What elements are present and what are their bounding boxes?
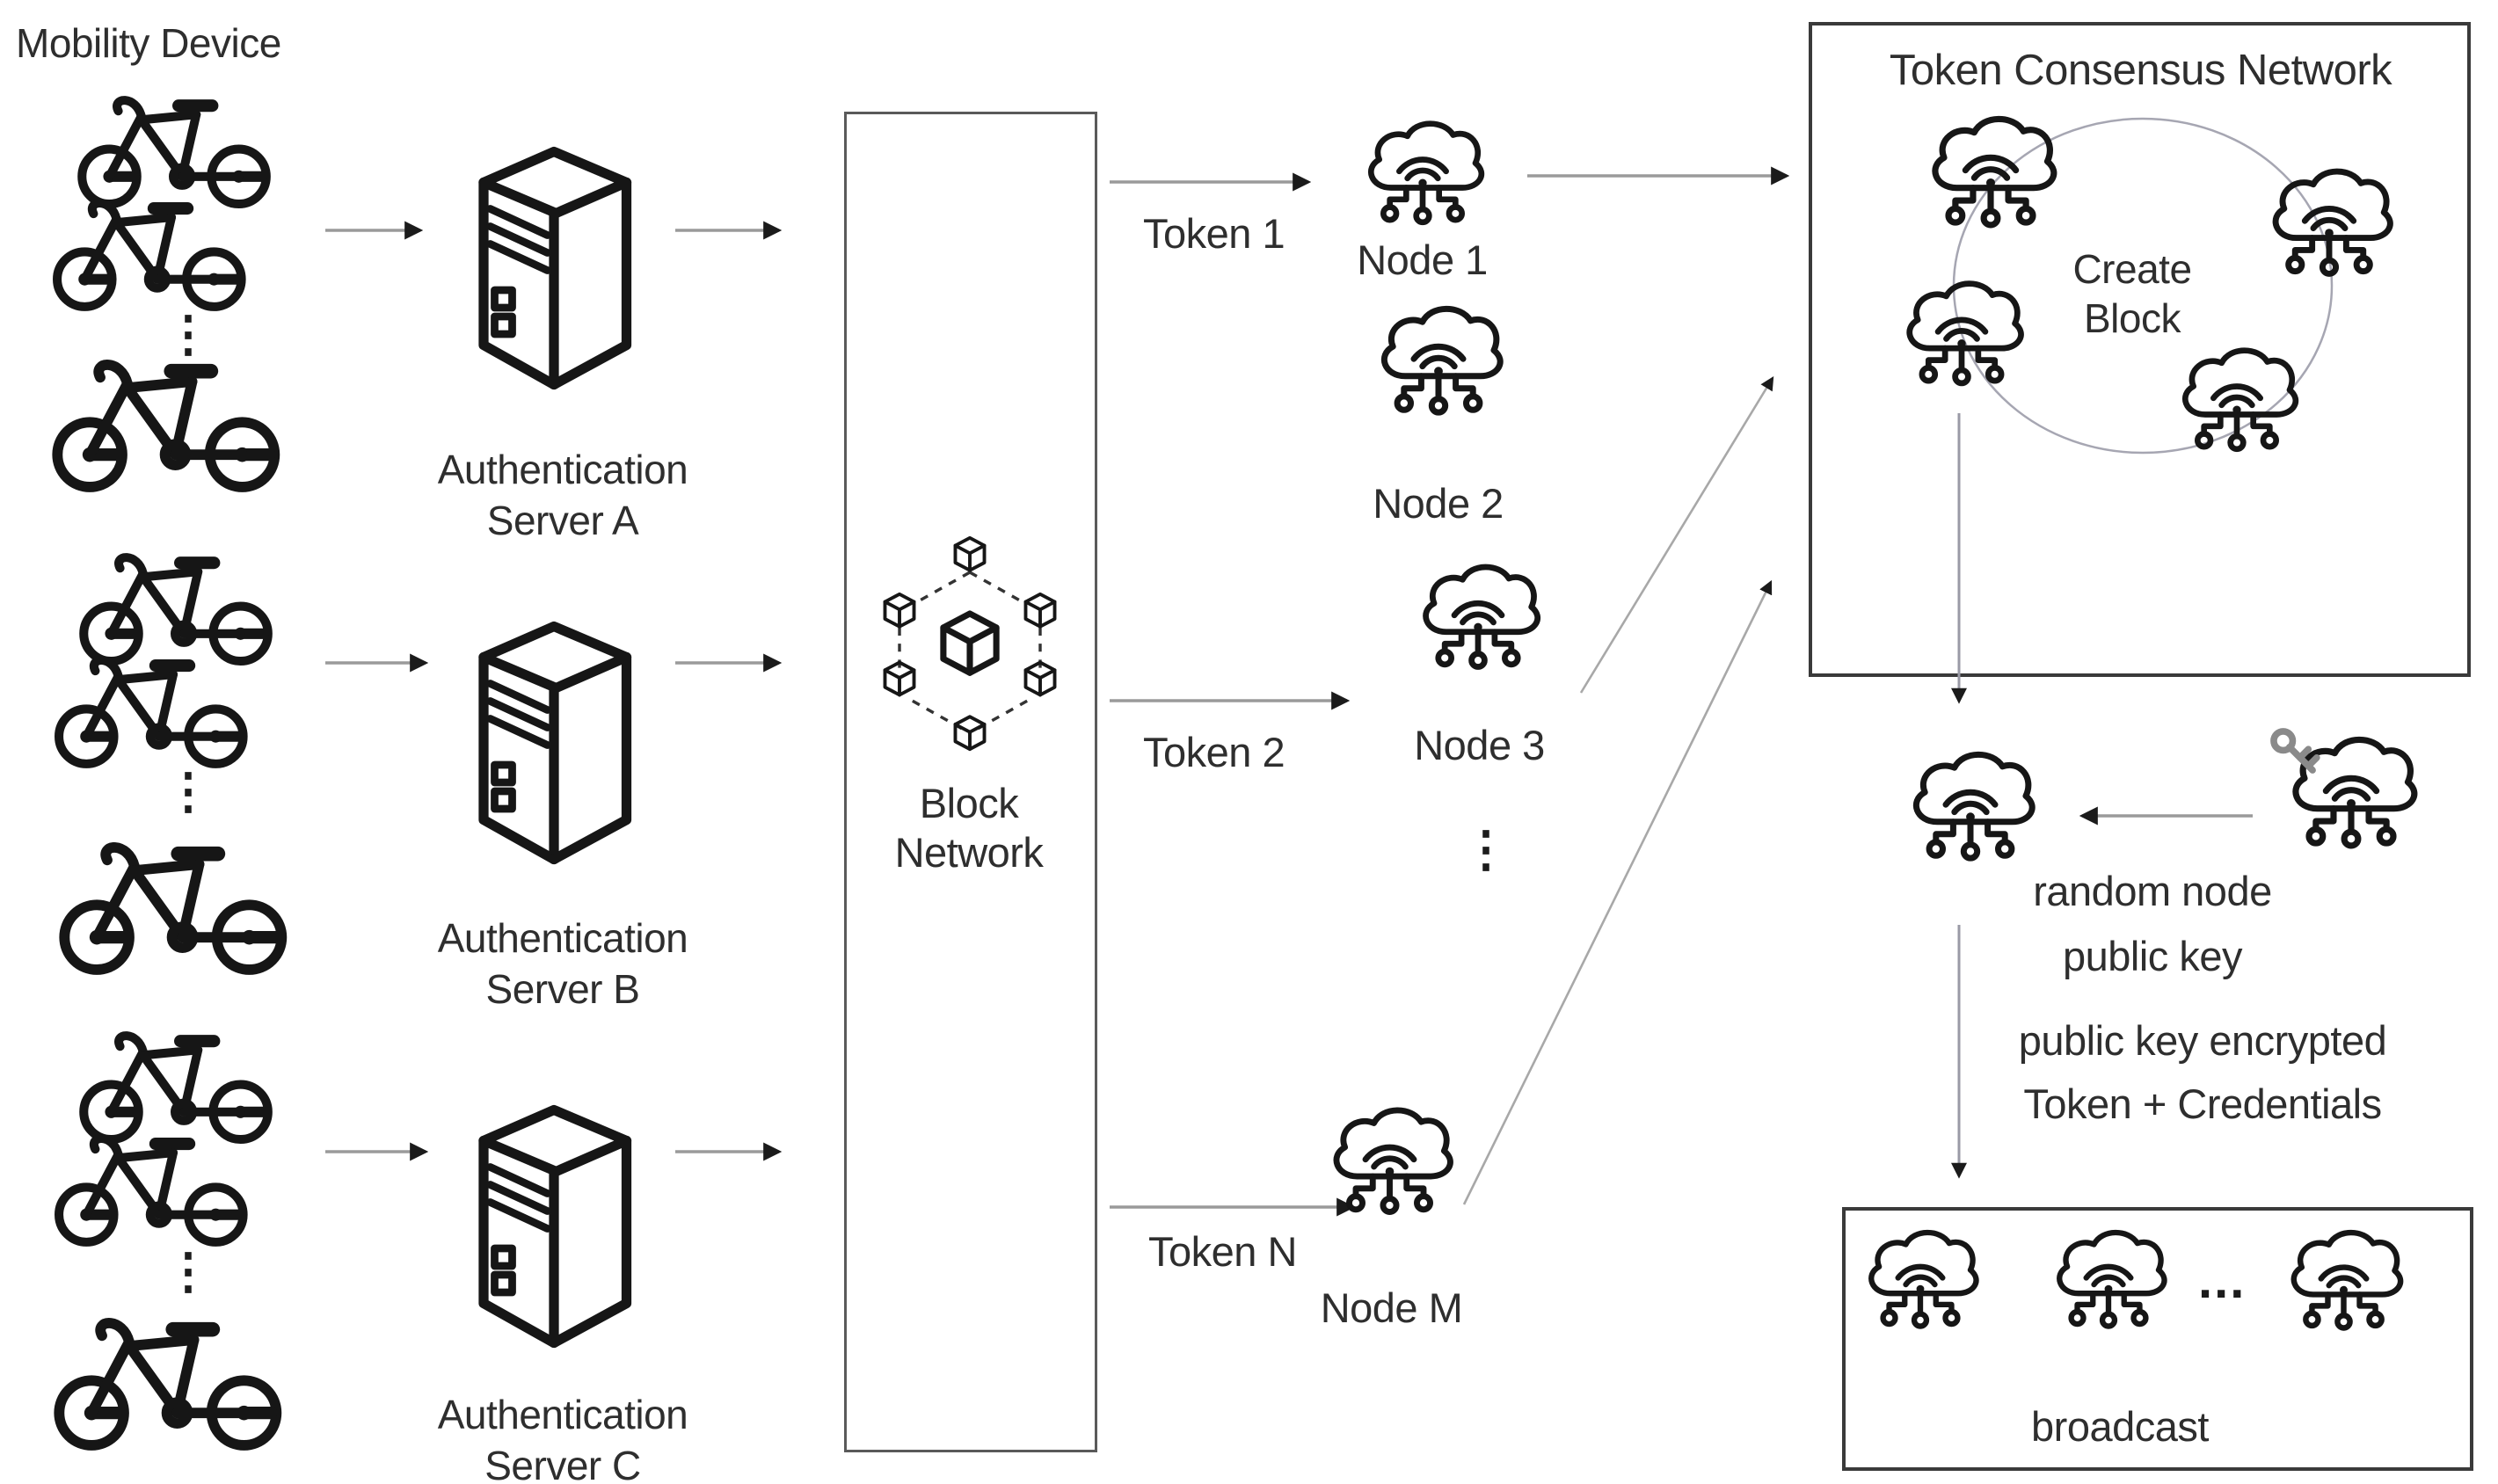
bicycle-pair-icon xyxy=(53,543,292,774)
create-block-line2: Block xyxy=(2084,295,2181,341)
server-label-line1: Authentication xyxy=(437,447,688,492)
cloud-node-icon xyxy=(1915,107,2066,238)
server-label-line2: Server A xyxy=(486,498,639,543)
public-key-label: public key xyxy=(2063,933,2243,979)
broadcast-cloud-icon xyxy=(2276,1222,2412,1340)
vertical-ellipsis: ⋮ xyxy=(1461,821,1511,877)
vertical-ellipsis: ⋮ xyxy=(164,763,213,818)
token-consensus-network-box xyxy=(1809,22,2471,677)
block-network-label-line1: Block xyxy=(919,780,1019,826)
node-2-label: Node 2 xyxy=(1373,480,1504,527)
node-3-label: Node 3 xyxy=(1414,722,1545,768)
token-2-label: Token 2 xyxy=(1143,729,1285,775)
encrypted-token-line2: Token + Credentials xyxy=(2023,1080,2382,1127)
server-icon xyxy=(453,1095,655,1358)
token-n-label: Token N xyxy=(1148,1228,1297,1275)
block-network-label: Block Network xyxy=(846,779,1092,877)
server-label-line2: Server B xyxy=(485,966,640,1012)
cloud-node-icon xyxy=(1890,273,2033,396)
server-icon xyxy=(453,611,655,875)
server-icon xyxy=(453,136,655,400)
arrow-node3-to-tcn xyxy=(1579,376,1774,694)
bicycle-pair-icon xyxy=(51,86,290,316)
cloud-node-icon xyxy=(1317,1099,1462,1225)
block-network-label-line2: Network xyxy=(894,829,1044,876)
blockchain-icon xyxy=(864,532,1075,753)
server-c-label: Authentication Server C xyxy=(400,1389,725,1484)
arrow-nodeM-to-tcn xyxy=(1462,579,1773,1205)
random-node-cloud-icon xyxy=(1897,743,2044,871)
cloud-node-icon xyxy=(1365,297,1512,426)
horizontal-ellipsis: ... xyxy=(2198,1252,2247,1309)
token-1-label: Token 1 xyxy=(1143,210,1285,257)
cloud-node-icon xyxy=(2256,160,2402,287)
broadcast-label: broadcast xyxy=(2031,1403,2209,1450)
mobility-device-title: Mobility Device xyxy=(16,20,281,66)
cloud-node-icon xyxy=(1352,113,1493,235)
create-block-label: Create Block xyxy=(2044,244,2220,343)
bicycle-icon xyxy=(49,348,285,498)
broadcast-cloud-icon xyxy=(1853,1222,1987,1338)
vertical-ellipsis: ⋮ xyxy=(164,306,213,361)
node-m-label: Node M xyxy=(1320,1284,1463,1331)
server-label-line1: Authentication xyxy=(437,1392,688,1437)
encrypted-token-line1: public key encrypted xyxy=(2018,1017,2387,1064)
random-node-label: random node xyxy=(2033,868,2272,914)
bicycle-icon xyxy=(51,1306,287,1457)
server-label-line1: Authentication xyxy=(437,915,688,961)
cloud-node-icon xyxy=(2167,339,2307,462)
broadcast-box xyxy=(1842,1207,2473,1471)
node-1-label: Node 1 xyxy=(1357,236,1488,283)
encrypted-token-label: public key encrypted Token + Credentials xyxy=(1983,1009,2422,1136)
block-network-box xyxy=(844,112,1097,1452)
vertical-ellipsis: ⋮ xyxy=(164,1243,213,1298)
create-block-line1: Create xyxy=(2072,246,2192,292)
key-icon xyxy=(2269,726,2323,781)
bicycle-pair-icon xyxy=(53,1022,292,1252)
server-b-label: Authentication Server B xyxy=(400,913,725,1015)
server-label-line2: Server C xyxy=(484,1443,641,1484)
cloud-node-icon xyxy=(1407,556,1549,680)
bicycle-icon xyxy=(56,831,292,981)
server-a-label: Authentication Server A xyxy=(400,444,725,546)
tcn-title: Token Consensus Network xyxy=(1889,47,2392,94)
broadcast-cloud-icon xyxy=(2042,1222,2175,1338)
